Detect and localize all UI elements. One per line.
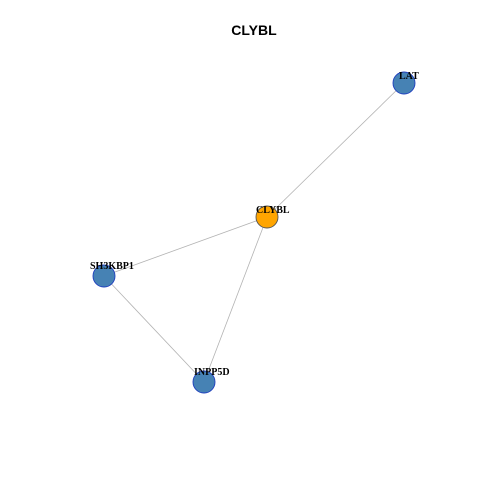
node-label-clybl: CLYBL <box>256 205 290 216</box>
node-label-sh3kbp1: SH3KBP1 <box>90 261 134 272</box>
node-clybl[interactable]: CLYBL <box>255 205 290 229</box>
node-label-lat: LAT <box>399 71 419 82</box>
node-circle-lat[interactable] <box>392 71 416 95</box>
edge-clybl-lat <box>266 82 405 218</box>
node-circle-sh3kbp1[interactable] <box>92 264 116 288</box>
edge-clybl-sh3kbp1 <box>103 216 268 277</box>
edge-layer <box>103 82 405 383</box>
edge-clybl-inpp5d <box>203 216 268 383</box>
node-sh3kbp1[interactable]: SH3KBP1 <box>90 261 134 288</box>
node-label-inpp5d: INPP5D <box>194 367 230 378</box>
diagram-title: CLYBL <box>231 22 277 38</box>
node-circle-inpp5d[interactable] <box>192 370 216 394</box>
edge-sh3kbp1-inpp5d <box>103 275 205 383</box>
node-lat[interactable]: LAT <box>392 71 419 95</box>
node-inpp5d[interactable]: INPP5D <box>192 367 230 394</box>
node-circle-clybl[interactable] <box>255 205 279 229</box>
